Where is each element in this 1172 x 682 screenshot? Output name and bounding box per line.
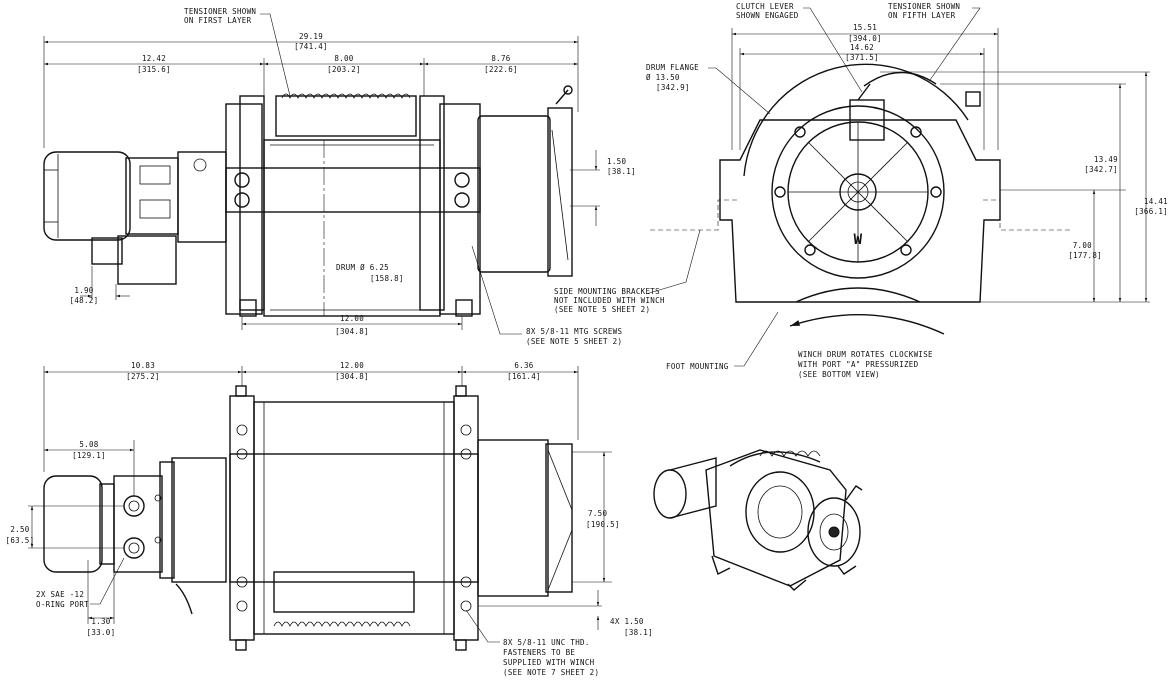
bottom-right-length: 6.36 — [514, 361, 533, 370]
bottom-port-length-mm: [129.1] — [72, 451, 106, 460]
side-mid-length: 8.00 — [334, 54, 353, 63]
bottom-edge-offset: 4X 1.50 — [610, 617, 644, 626]
bottom-mid-length-mm: [304.8] — [335, 372, 369, 381]
end-height-c-mm: [177.8] — [1068, 251, 1102, 260]
side-overall-length-mm: [741.4] — [294, 42, 328, 51]
end-flange-note: DRUM FLANGE — [646, 63, 699, 72]
bottom-mid-length: 12.00 — [340, 361, 364, 370]
bottom-port-note-2: O-RING PORT — [36, 600, 89, 609]
bottom-fastener-note-3: SUPPLIED WITH WINCH — [503, 658, 595, 667]
isometric-view — [653, 449, 863, 591]
side-drum-diameter-mm: [158.8] — [370, 274, 404, 283]
end-width-outer-mm: [394.0] — [848, 34, 882, 43]
end-clutch-note-2: SHOWN ENGAGED — [736, 11, 799, 20]
side-foot-height-mm: [48.2] — [70, 296, 99, 305]
bottom-right-length-mm: [161.4] — [507, 372, 541, 381]
end-tensioner-note-1: TENSIONER SHOWN — [888, 2, 960, 11]
end-width-outer: 15.51 — [853, 23, 877, 32]
side-left-length-mm: [315.6] — [137, 65, 171, 74]
side-right-length: 8.76 — [491, 54, 510, 63]
end-clutch-note-1: CLUTCH LEVER — [736, 2, 794, 11]
end-width-inner: 14.62 — [850, 43, 874, 52]
bottom-port-note-1: 2X SAE -12 — [36, 590, 84, 599]
side-view: 29.19 [741.4] 12.42 [315.6] 8.00 [203.2]… — [43, 7, 636, 346]
bottom-port-spacing-mm: [63.5] — [6, 536, 35, 545]
end-height-a: 13.49 — [1094, 155, 1118, 164]
bottom-port-length: 5.08 — [79, 440, 98, 449]
end-view: W 15.51 [394.0] 14.62 [371.5] CLUTCH LEV… — [554, 2, 1168, 379]
end-tensioner-note-2: ON FIFTH LAYER — [888, 11, 956, 20]
end-foot-note: FOOT MOUNTING — [666, 362, 729, 371]
side-drum-diameter: DRUM Ø 6.25 — [336, 263, 389, 272]
bottom-port-offset-mm: [33.0] — [87, 628, 116, 637]
bottom-fastener-note-2: FASTENERS TO BE — [503, 648, 575, 657]
bottom-left-length-mm: [275.2] — [126, 372, 160, 381]
bottom-fastener-note-1: 8X 5/8-11 UNC THD. — [503, 638, 590, 647]
side-overall-length: 29.19 — [299, 32, 323, 41]
end-rotate-note-3: (SEE BOTTOM VIEW) — [798, 370, 880, 379]
end-rotate-note-2: WITH PORT "A" PRESSURIZED — [798, 360, 919, 369]
end-brackets-note-2: NOT INCLUDED WITH WINCH — [554, 296, 665, 305]
end-width-inner-mm: [371.5] — [845, 53, 879, 62]
bottom-port-spacing: 2.50 — [10, 525, 29, 534]
end-height-b-mm: [366.1] — [1134, 207, 1168, 216]
bottom-fastener-note-4: (SEE NOTE 7 SHEET 2) — [503, 668, 599, 677]
side-tensioner-note-1: TENSIONER SHOWN — [184, 7, 256, 16]
side-right-length-mm: [222.6] — [484, 65, 518, 74]
bottom-left-length: 10.83 — [131, 361, 155, 370]
bottom-height: 7.50 — [588, 509, 607, 518]
side-bolt-offset: 1.50 — [607, 157, 626, 166]
side-base-length: 12.00 — [340, 314, 364, 323]
bottom-height-mm: [190.5] — [586, 520, 620, 529]
side-tensioner-note-2: ON FIRST LAYER — [184, 16, 252, 25]
side-bolt-offset-mm: [38.1] — [607, 167, 636, 176]
end-flange-diameter-mm: [342.9] — [656, 83, 690, 92]
bottom-edge-offset-mm: [38.1] — [624, 628, 653, 637]
side-foot-height: 1.90 — [74, 286, 93, 295]
end-rotate-note-1: WINCH DRUM ROTATES CLOCKWISE — [798, 350, 933, 359]
side-mid-length-mm: [203.2] — [327, 65, 361, 74]
end-logo: W — [854, 232, 863, 248]
side-screws-note-2: (SEE NOTE 5 SHEET 2) — [526, 337, 622, 346]
end-height-b: 14.41 — [1144, 197, 1168, 206]
side-base-length-mm: [304.8] — [335, 327, 369, 336]
end-brackets-note-1: SIDE MOUNTING BRACKETS — [554, 287, 660, 296]
end-height-c: 7.00 — [1073, 241, 1092, 250]
side-left-length: 12.42 — [142, 54, 166, 63]
end-height-a-mm: [342.7] — [1084, 165, 1118, 174]
bottom-view: 10.83 [275.2] 12.00 [304.8] 6.36 [161.4]… — [6, 361, 653, 677]
end-brackets-note-3: (SEE NOTE 5 SHEET 2) — [554, 305, 650, 314]
end-flange-diameter: Ø 13.50 — [646, 73, 680, 82]
side-screws-note-1: 8X 5/8-11 MTG SCREWS — [526, 327, 622, 336]
bottom-port-offset: 1.30 — [91, 617, 110, 626]
